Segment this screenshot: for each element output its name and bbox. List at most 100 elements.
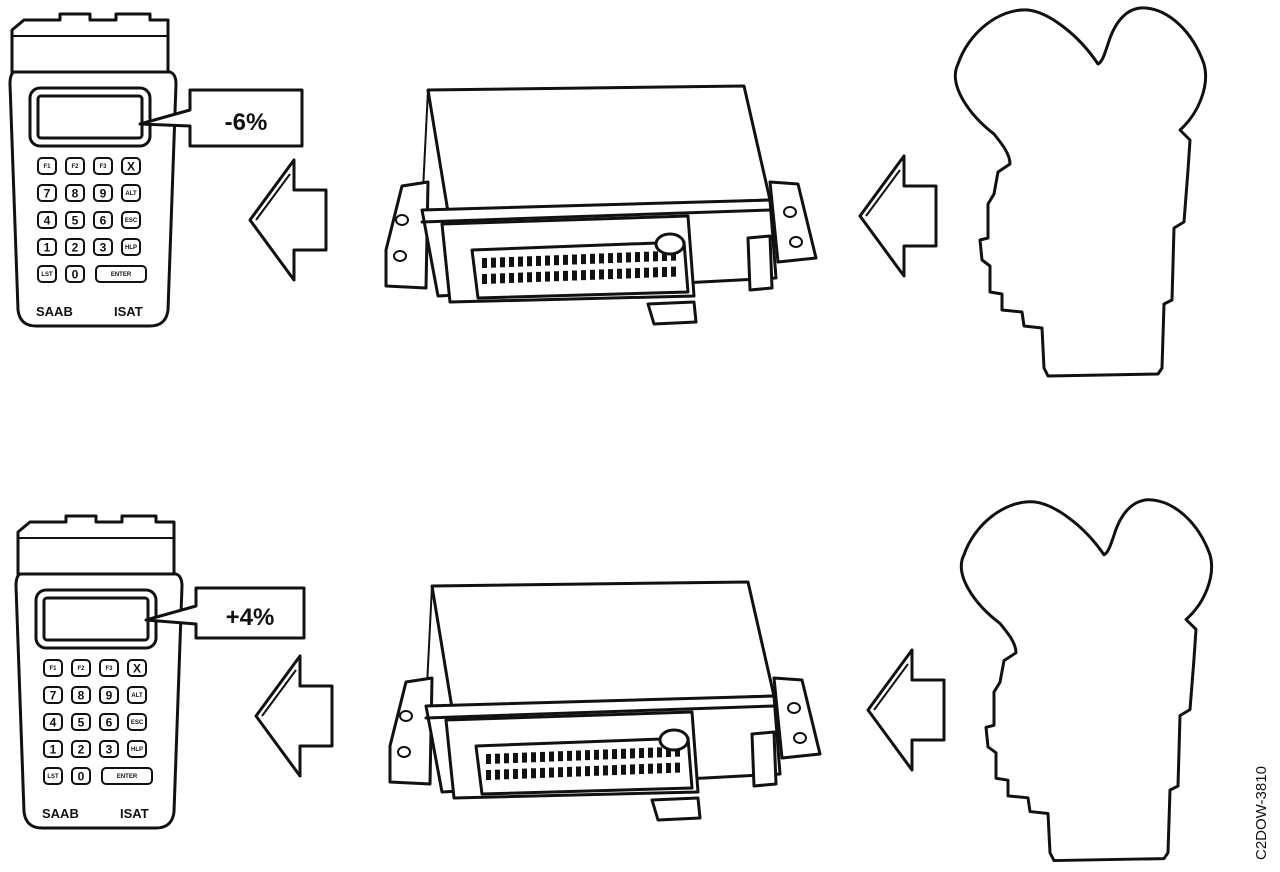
keypad-key: ENTER — [95, 265, 147, 283]
keypad-key: X — [127, 659, 147, 677]
svg-text:0: 0 — [78, 770, 85, 784]
keypad-key: 5 — [71, 713, 91, 731]
keypad-key: ENTER — [101, 767, 153, 785]
keypad-key: F3 — [93, 157, 113, 175]
keypad-key: 4 — [43, 713, 63, 731]
keypad-key: HLP — [121, 238, 141, 256]
svg-text:F1: F1 — [43, 164, 51, 170]
tester-brand-left: SAAB — [42, 806, 79, 821]
keypad-key: 9 — [99, 686, 119, 704]
keypad-key: HLP — [127, 740, 147, 758]
keypad-key: ALT — [121, 184, 141, 202]
reading-value: -6% — [225, 109, 268, 136]
svg-text:4: 4 — [44, 214, 51, 228]
svg-text:1: 1 — [50, 743, 57, 757]
keypad-key: 3 — [99, 740, 119, 758]
ecu-module — [384, 84, 818, 326]
keypad-key: F3 — [99, 659, 119, 677]
flow-arrow-right — [858, 154, 938, 278]
reading-value: +4% — [226, 604, 275, 631]
svg-text:3: 3 — [100, 241, 107, 255]
svg-text:X: X — [127, 160, 135, 174]
svg-text:2: 2 — [72, 241, 79, 255]
svg-text:1: 1 — [44, 241, 51, 255]
flow-arrow-left — [254, 654, 334, 778]
svg-text:F3: F3 — [99, 164, 107, 170]
tester-brand-left: SAAB — [36, 304, 73, 319]
svg-text:2: 2 — [78, 743, 85, 757]
tester-brand-right: ISAT — [114, 304, 143, 319]
ecu-module — [388, 580, 822, 822]
svg-text:ESC: ESC — [125, 218, 138, 224]
keypad-key: 8 — [65, 184, 85, 202]
keypad-key: 0 — [71, 767, 91, 785]
keypad-key: 5 — [65, 211, 85, 229]
keypad-key: 8 — [71, 686, 91, 704]
tester-brand-right: ISAT — [120, 806, 149, 821]
svg-text:0: 0 — [72, 268, 79, 282]
keypad-key: F2 — [65, 157, 85, 175]
svg-text:3: 3 — [106, 743, 113, 757]
keypad-key: LST — [37, 265, 57, 283]
keypad-key: ALT — [127, 686, 147, 704]
svg-text:7: 7 — [50, 689, 57, 703]
flow-arrow-left — [248, 158, 328, 282]
keypad-key: F2 — [71, 659, 91, 677]
svg-text:5: 5 — [72, 214, 79, 228]
keypad-key: 6 — [93, 211, 113, 229]
svg-text:F2: F2 — [77, 666, 85, 672]
svg-text:9: 9 — [100, 187, 107, 201]
keypad: F1 F2 F3 X 7 8 9 ALT 4 5 6 ESC 1 2 3 HLP LST 0 ENTER — [37, 157, 147, 283]
keypad-key: F1 — [37, 157, 57, 175]
svg-text:ENTER: ENTER — [117, 774, 138, 780]
svg-text:HLP: HLP — [125, 245, 137, 251]
reading-callout: +4% — [144, 586, 306, 640]
svg-text:4: 4 — [50, 716, 57, 730]
keypad-key: 6 — [99, 713, 119, 731]
keypad-key: 1 — [37, 238, 57, 256]
svg-text:F1: F1 — [49, 666, 57, 672]
keypad-key: F1 — [43, 659, 63, 677]
svg-text:HLP: HLP — [131, 747, 143, 753]
keypad-key: 9 — [93, 184, 113, 202]
svg-text:LST: LST — [47, 774, 59, 780]
svg-text:8: 8 — [72, 187, 79, 201]
keypad-key: LST — [43, 767, 63, 785]
keypad-key: 7 — [37, 184, 57, 202]
keypad-key: 0 — [65, 265, 85, 283]
svg-text:8: 8 — [78, 689, 85, 703]
svg-text:5: 5 — [78, 716, 85, 730]
svg-text:6: 6 — [106, 716, 113, 730]
svg-text:6: 6 — [100, 214, 107, 228]
keypad-key: 2 — [71, 740, 91, 758]
keypad-key: 4 — [37, 211, 57, 229]
figure-code: C2DOW-3810 — [1253, 766, 1270, 860]
svg-text:ALT: ALT — [131, 693, 143, 699]
svg-text:ESC: ESC — [131, 720, 144, 726]
engine-outline — [959, 498, 1214, 863]
svg-text:F3: F3 — [105, 666, 113, 672]
keypad-key: 7 — [43, 686, 63, 704]
keypad-key: 1 — [43, 740, 63, 758]
keypad-key: ESC — [127, 713, 147, 731]
svg-text:LST: LST — [41, 272, 53, 278]
keypad-key: X — [121, 157, 141, 175]
flow-arrow-right — [866, 648, 946, 772]
keypad: F1 F2 F3 X 7 8 9 ALT 4 5 6 ESC 1 2 3 HLP LST 0 ENTER — [43, 659, 153, 785]
svg-text:F2: F2 — [71, 164, 79, 170]
svg-text:ALT: ALT — [125, 191, 137, 197]
keypad-key: 2 — [65, 238, 85, 256]
keypad-key: ESC — [121, 211, 141, 229]
keypad-key: 3 — [93, 238, 113, 256]
svg-text:9: 9 — [106, 689, 113, 703]
svg-text:ENTER: ENTER — [111, 272, 132, 278]
reading-callout: -6% — [138, 88, 304, 148]
engine-outline — [953, 6, 1208, 378]
svg-text:X: X — [133, 662, 141, 676]
svg-text:7: 7 — [44, 187, 51, 201]
